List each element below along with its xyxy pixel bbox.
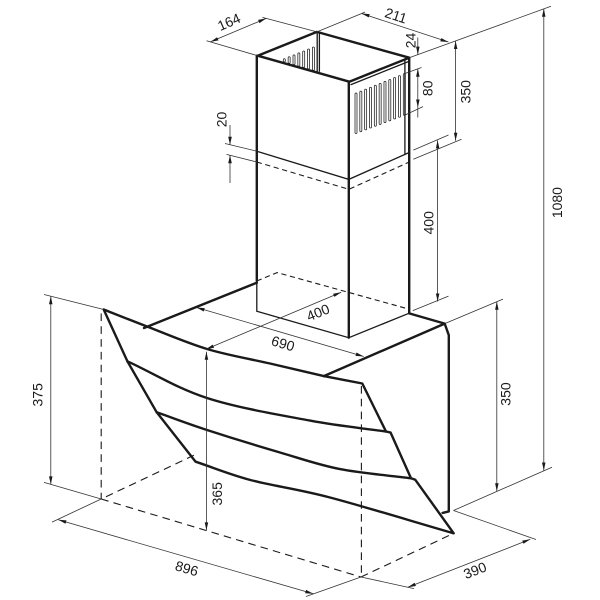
- svg-text:375: 375: [30, 383, 46, 407]
- svg-text:400: 400: [421, 211, 437, 235]
- svg-text:80: 80: [419, 80, 435, 96]
- svg-text:1080: 1080: [549, 187, 565, 218]
- svg-text:350: 350: [497, 382, 513, 406]
- svg-text:211: 211: [383, 4, 409, 26]
- svg-text:690: 690: [270, 332, 297, 354]
- svg-text:20: 20: [214, 112, 230, 128]
- svg-text:390: 390: [461, 559, 489, 582]
- svg-text:365: 365: [209, 482, 225, 506]
- svg-text:896: 896: [173, 557, 200, 579]
- svg-text:350: 350: [457, 80, 473, 104]
- svg-text:24: 24: [402, 33, 418, 49]
